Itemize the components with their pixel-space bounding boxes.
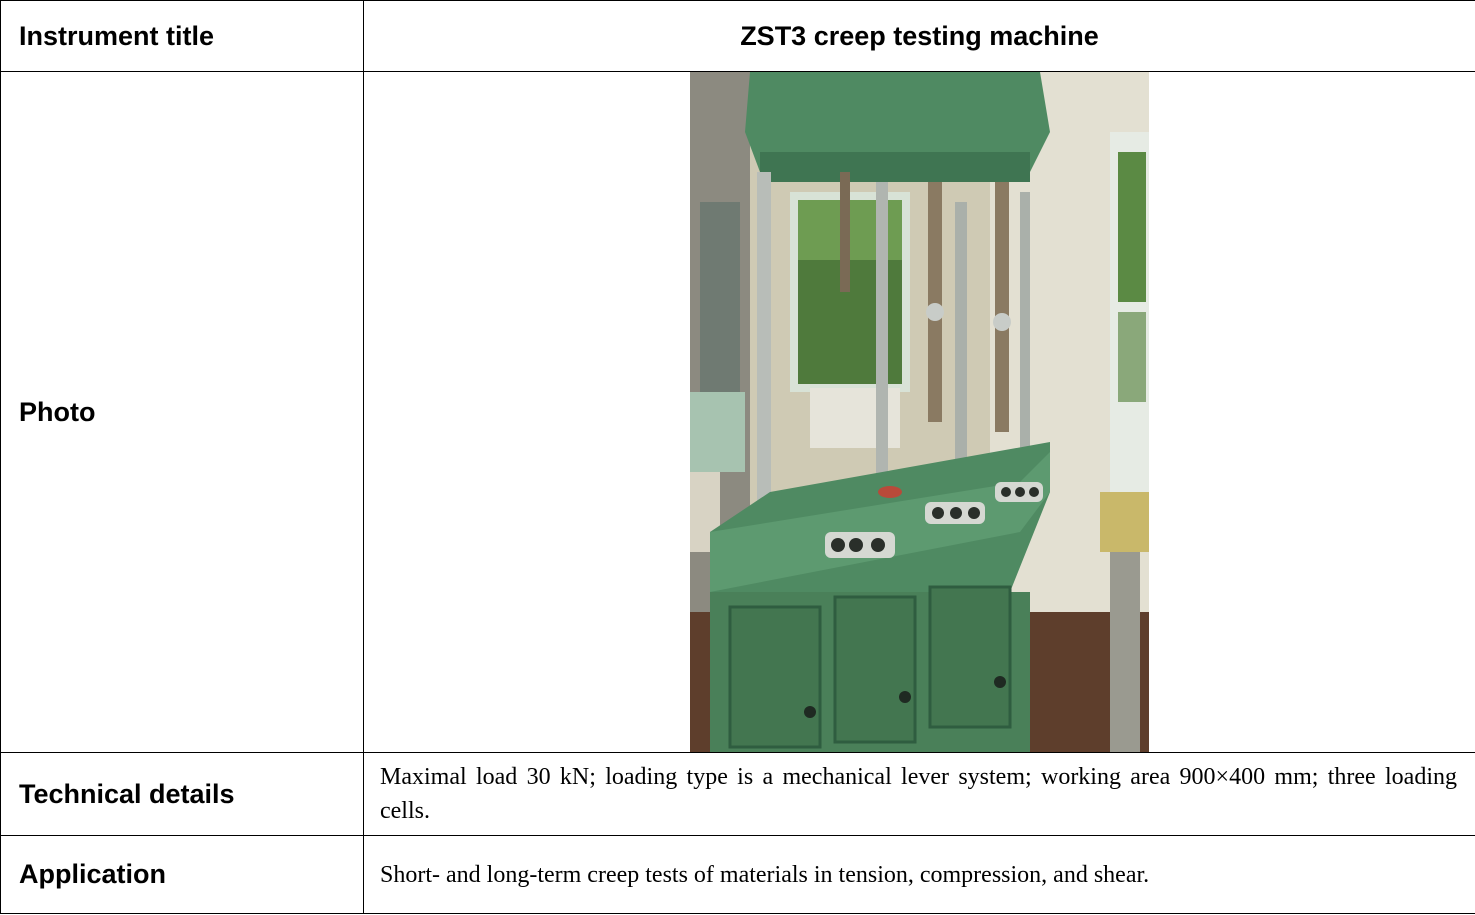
application-value: Short- and long-term creep tests of mate… [363, 835, 1475, 914]
photo-cell [363, 71, 1475, 753]
instrument-title-label: Instrument title [0, 0, 364, 72]
machine-photo [690, 72, 1149, 752]
technical-details-value: Maximal load 30 kN; loading type is a me… [363, 752, 1475, 836]
row-application: Application Short- and long-term creep t… [0, 835, 1475, 914]
row-technical-details: Technical details Maximal load 30 kN; lo… [0, 752, 1475, 836]
instrument-title-value: ZST3 creep testing machine [363, 0, 1475, 72]
machine-photo-image [690, 72, 1149, 752]
row-photo: Photo [0, 71, 1475, 753]
photo-label: Photo [0, 71, 364, 753]
row-instrument-title: Instrument title ZST3 creep testing mach… [0, 0, 1475, 72]
technical-details-label: Technical details [0, 752, 364, 836]
application-label: Application [0, 835, 364, 914]
